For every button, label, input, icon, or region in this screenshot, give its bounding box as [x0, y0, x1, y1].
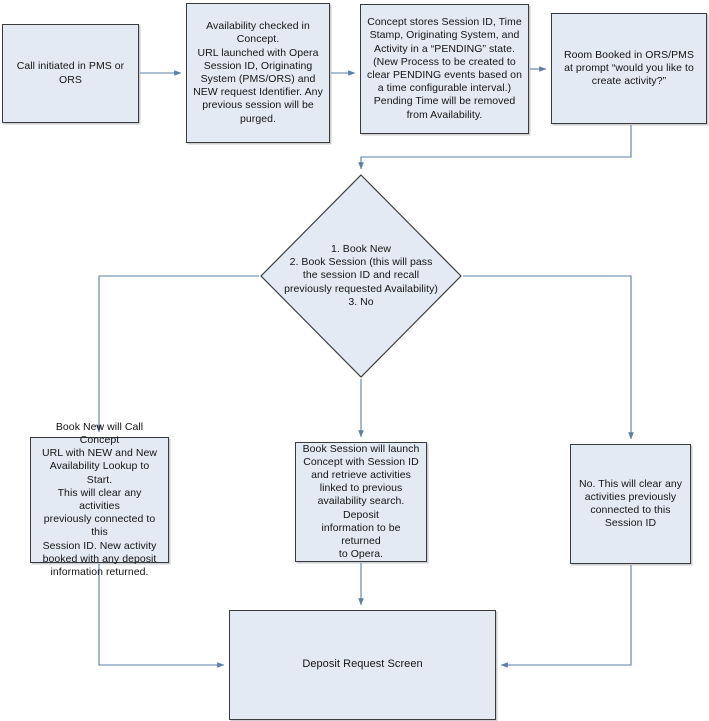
- node-label: Room Booked in ORS/PMS at prompt “would …: [563, 48, 695, 88]
- connector-no-clear-to-deposit-request: [500, 565, 632, 668]
- node-label: Availability checked in Concept. URL lau…: [193, 20, 323, 125]
- node-concept-stores-session[interactable]: Concept stores Session ID, Time Stamp, O…: [360, 4, 529, 134]
- node-no-clear-activities[interactable]: No. This will clear any activities previ…: [570, 444, 691, 564]
- node-book-session[interactable]: Book Session will launch Concept with Se…: [295, 442, 427, 562]
- node-book-new[interactable]: Book New will Call Concept URL with NEW …: [30, 421, 169, 578]
- node-call-initiated[interactable]: Call initiated in PMS or ORS: [2, 24, 139, 123]
- node-label: Concept stores Session ID, Time Stamp, O…: [367, 16, 522, 121]
- node-label: Call initiated in PMS or ORS: [16, 60, 125, 86]
- node-deposit-request-screen[interactable]: Deposit Request Screen: [229, 610, 496, 720]
- diamond-shape-icon: [260, 174, 462, 378]
- node-room-booked[interactable]: Room Booked in ORS/PMS at prompt “would …: [551, 13, 707, 124]
- node-label: Deposit Request Screen: [302, 658, 423, 671]
- node-label: Book New will Call Concept URL with NEW …: [42, 420, 157, 579]
- connector-decision-book-to-no-clear: [463, 275, 634, 440]
- connector-decision-book-to-book-new: [96, 275, 259, 433]
- node-availability-checked[interactable]: Availability checked in Concept. URL lau…: [186, 3, 330, 143]
- node-decision-book-options[interactable]: 1. Book New 2. Book Session (this will p…: [260, 174, 462, 378]
- node-label: No. This will clear any activities previ…: [578, 477, 683, 530]
- node-label: Book Session will launch Concept with Se…: [302, 442, 420, 561]
- node-label: 1. Book New 2. Book Session (this will p…: [284, 242, 438, 308]
